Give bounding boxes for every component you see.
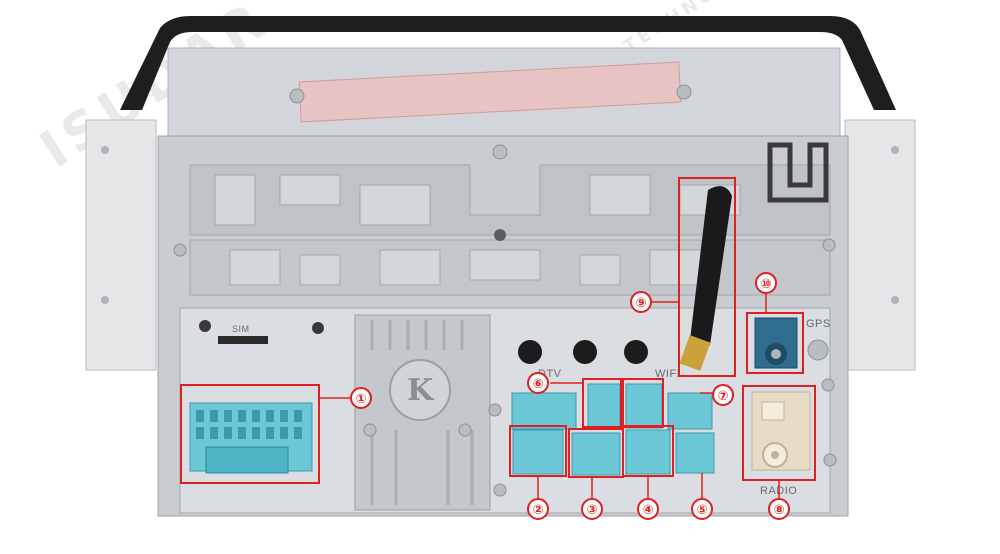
sim-label: SIM [232, 324, 250, 334]
callout-3: ③ [581, 498, 603, 520]
wifi-antenna [690, 186, 732, 345]
sim-slot [218, 336, 268, 344]
connector-4 [625, 429, 671, 475]
highlight-box-1 [180, 384, 320, 484]
callout-6: ⑥ [527, 372, 549, 394]
front-bezel [120, 16, 896, 110]
connector-2 [512, 429, 564, 475]
callout-8: ⑧ [768, 498, 790, 520]
connector-upper-1 [511, 392, 577, 430]
highlight-box-8 [742, 385, 816, 481]
callout-5: ⑤ [691, 498, 713, 520]
connector-dtv [587, 383, 621, 429]
wifi-label: WIFI [655, 368, 681, 380]
svg-text:K: K [407, 373, 434, 408]
callout-7: ⑦ [712, 384, 734, 406]
callout-1: ① [350, 387, 372, 409]
callout-9: ⑨ [630, 291, 652, 313]
right-mounting-bracket [844, 119, 916, 371]
gps-label: GPS [806, 318, 831, 330]
callout-2: ② [527, 498, 549, 520]
highlight-box-6 [582, 378, 622, 428]
connector-wifi [625, 383, 663, 429]
connector-upper-4 [667, 392, 713, 430]
highlight-box-4 [622, 425, 674, 477]
highlight-box-7 [622, 378, 664, 428]
highlight-box-9 [678, 177, 736, 377]
left-mounting-bracket [85, 119, 157, 371]
highlight-box-10 [746, 312, 804, 374]
highlight-box-2 [509, 425, 567, 477]
radio-label: RADIO [760, 485, 798, 497]
highlight-box-3 [568, 428, 624, 478]
callout-4: ④ [637, 498, 659, 520]
callout-10: ⑩ [755, 272, 777, 294]
brand-k-logo [389, 359, 451, 421]
connector-5 [675, 432, 715, 474]
connector-3 [571, 432, 621, 476]
